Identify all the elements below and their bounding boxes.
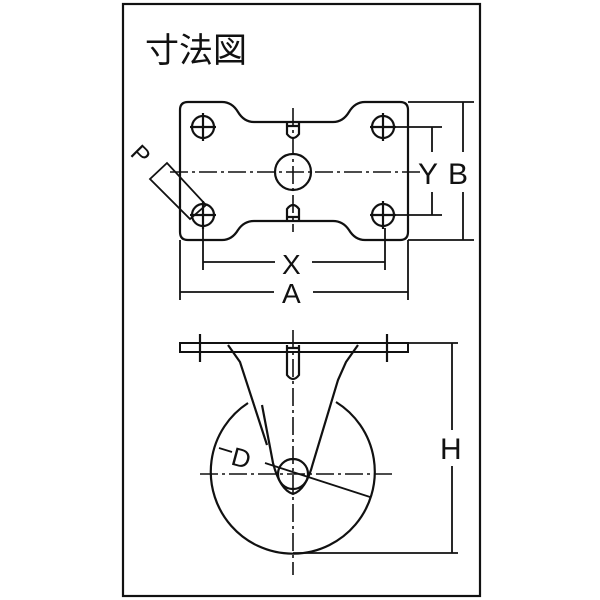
dimension-XA [179, 228, 409, 300]
label-Y: Y [418, 158, 438, 191]
dimension-YB [390, 101, 474, 241]
top-plate-view [148, 100, 420, 242]
label-X: X [282, 249, 301, 280]
label-H: H [440, 433, 462, 466]
frame-border [121, 2, 482, 598]
label-A: A [282, 278, 301, 309]
label-B: B [448, 158, 468, 191]
label-D: D [228, 441, 254, 475]
label-P: P [125, 140, 155, 170]
diameter-leader [264, 462, 371, 498]
drawing-title: 寸法図 [145, 32, 247, 70]
side-view [179, 330, 458, 575]
